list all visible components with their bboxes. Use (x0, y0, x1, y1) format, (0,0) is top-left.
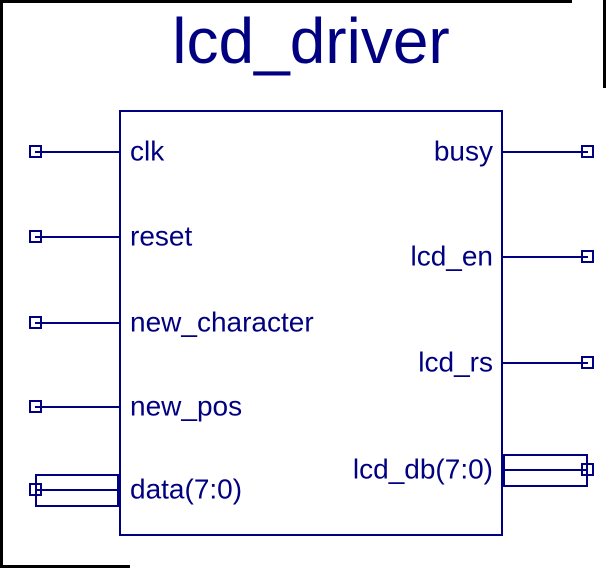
input-label-new-pos: new_pos (130, 390, 243, 422)
output-label-lcd-db: lcd_db(7:0) (352, 453, 493, 485)
input-pad-clk[interactable] (29, 145, 42, 158)
output-pad-lcd-rs[interactable] (581, 356, 594, 369)
output-label-lcd-rs: lcd_rs (418, 346, 493, 378)
output-wire-lcd-rs (503, 362, 588, 364)
output-label-lcd-en: lcd_en (410, 240, 493, 272)
sheet-frame-top (0, 0, 572, 3)
input-wire-reset (35, 236, 119, 238)
sheet-frame-right (603, 0, 606, 88)
input-pad-new-character[interactable] (29, 316, 42, 329)
input-wire-data (35, 489, 119, 491)
sheet-frame-bottom (0, 565, 130, 568)
input-wire-new-pos (35, 406, 119, 408)
input-label-new-character: new_character (130, 306, 314, 338)
input-pad-new-pos[interactable] (29, 400, 42, 413)
output-pad-busy[interactable] (581, 145, 594, 158)
output-pad-lcd-db[interactable] (581, 463, 594, 476)
input-wire-new-character (35, 322, 119, 324)
output-label-busy: busy (433, 135, 493, 167)
output-wire-busy (503, 151, 588, 153)
input-label-reset: reset (130, 220, 193, 252)
component-title: lcd_driver (172, 5, 450, 77)
input-pad-data[interactable] (29, 483, 42, 496)
output-pad-lcd-en[interactable] (581, 250, 594, 263)
component-body[interactable] (119, 110, 503, 536)
output-wire-lcd-en (503, 256, 588, 258)
input-label-data: data(7:0) (130, 473, 243, 505)
input-wire-clk (35, 151, 119, 153)
input-pad-reset[interactable] (29, 230, 42, 243)
sheet-frame-left (0, 0, 3, 568)
output-wire-lcd-db (503, 469, 588, 471)
input-label-clk: clk (130, 135, 165, 167)
